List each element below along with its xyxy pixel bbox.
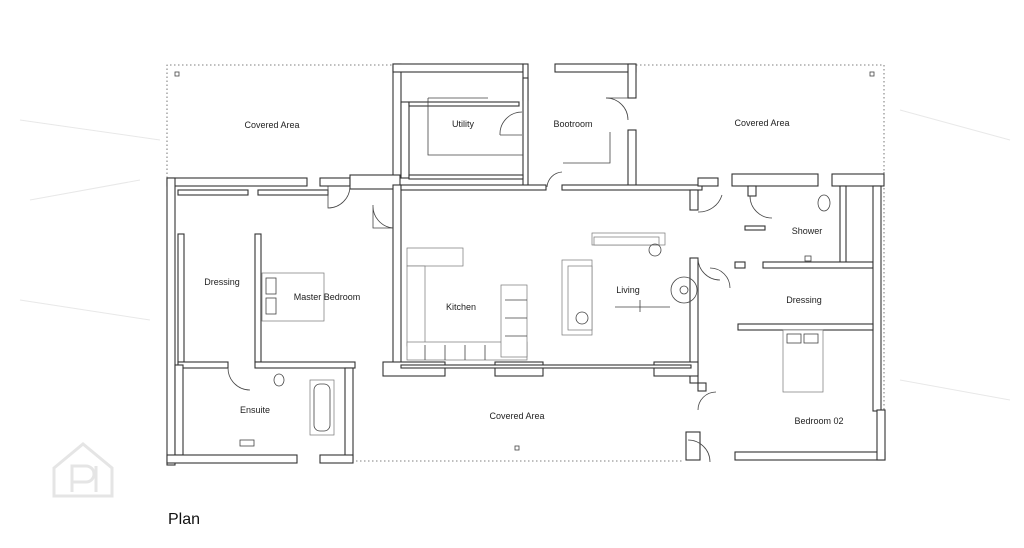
label-dressing-right: Dressing [786, 295, 822, 305]
label-bedroom-02: Bedroom 02 [794, 416, 843, 426]
label-covered-area-nw: Covered Area [244, 120, 299, 130]
covered-area-outlines [166, 64, 885, 462]
label-master-bedroom: Master Bedroom [294, 292, 361, 302]
post-markers [174, 71, 875, 451]
label-bootroom: Bootroom [553, 119, 592, 129]
label-living: Living [616, 285, 640, 295]
walls [166, 63, 886, 466]
label-kitchen: Kitchen [446, 302, 476, 312]
room-labels: Covered Area Utility Bootroom Covered Ar… [204, 118, 843, 426]
label-shower: Shower [792, 226, 823, 236]
door-swings [227, 97, 773, 463]
label-covered-area-s: Covered Area [489, 411, 544, 421]
label-ensuite: Ensuite [240, 405, 270, 415]
label-covered-area-ne: Covered Area [734, 118, 789, 128]
label-utility: Utility [452, 119, 474, 129]
property-pal-logo-icon [52, 442, 114, 498]
plan-caption: Plan [168, 511, 201, 528]
background-sketch [19, 109, 1011, 401]
label-dressing-left: Dressing [204, 277, 240, 287]
furniture [239, 97, 831, 447]
